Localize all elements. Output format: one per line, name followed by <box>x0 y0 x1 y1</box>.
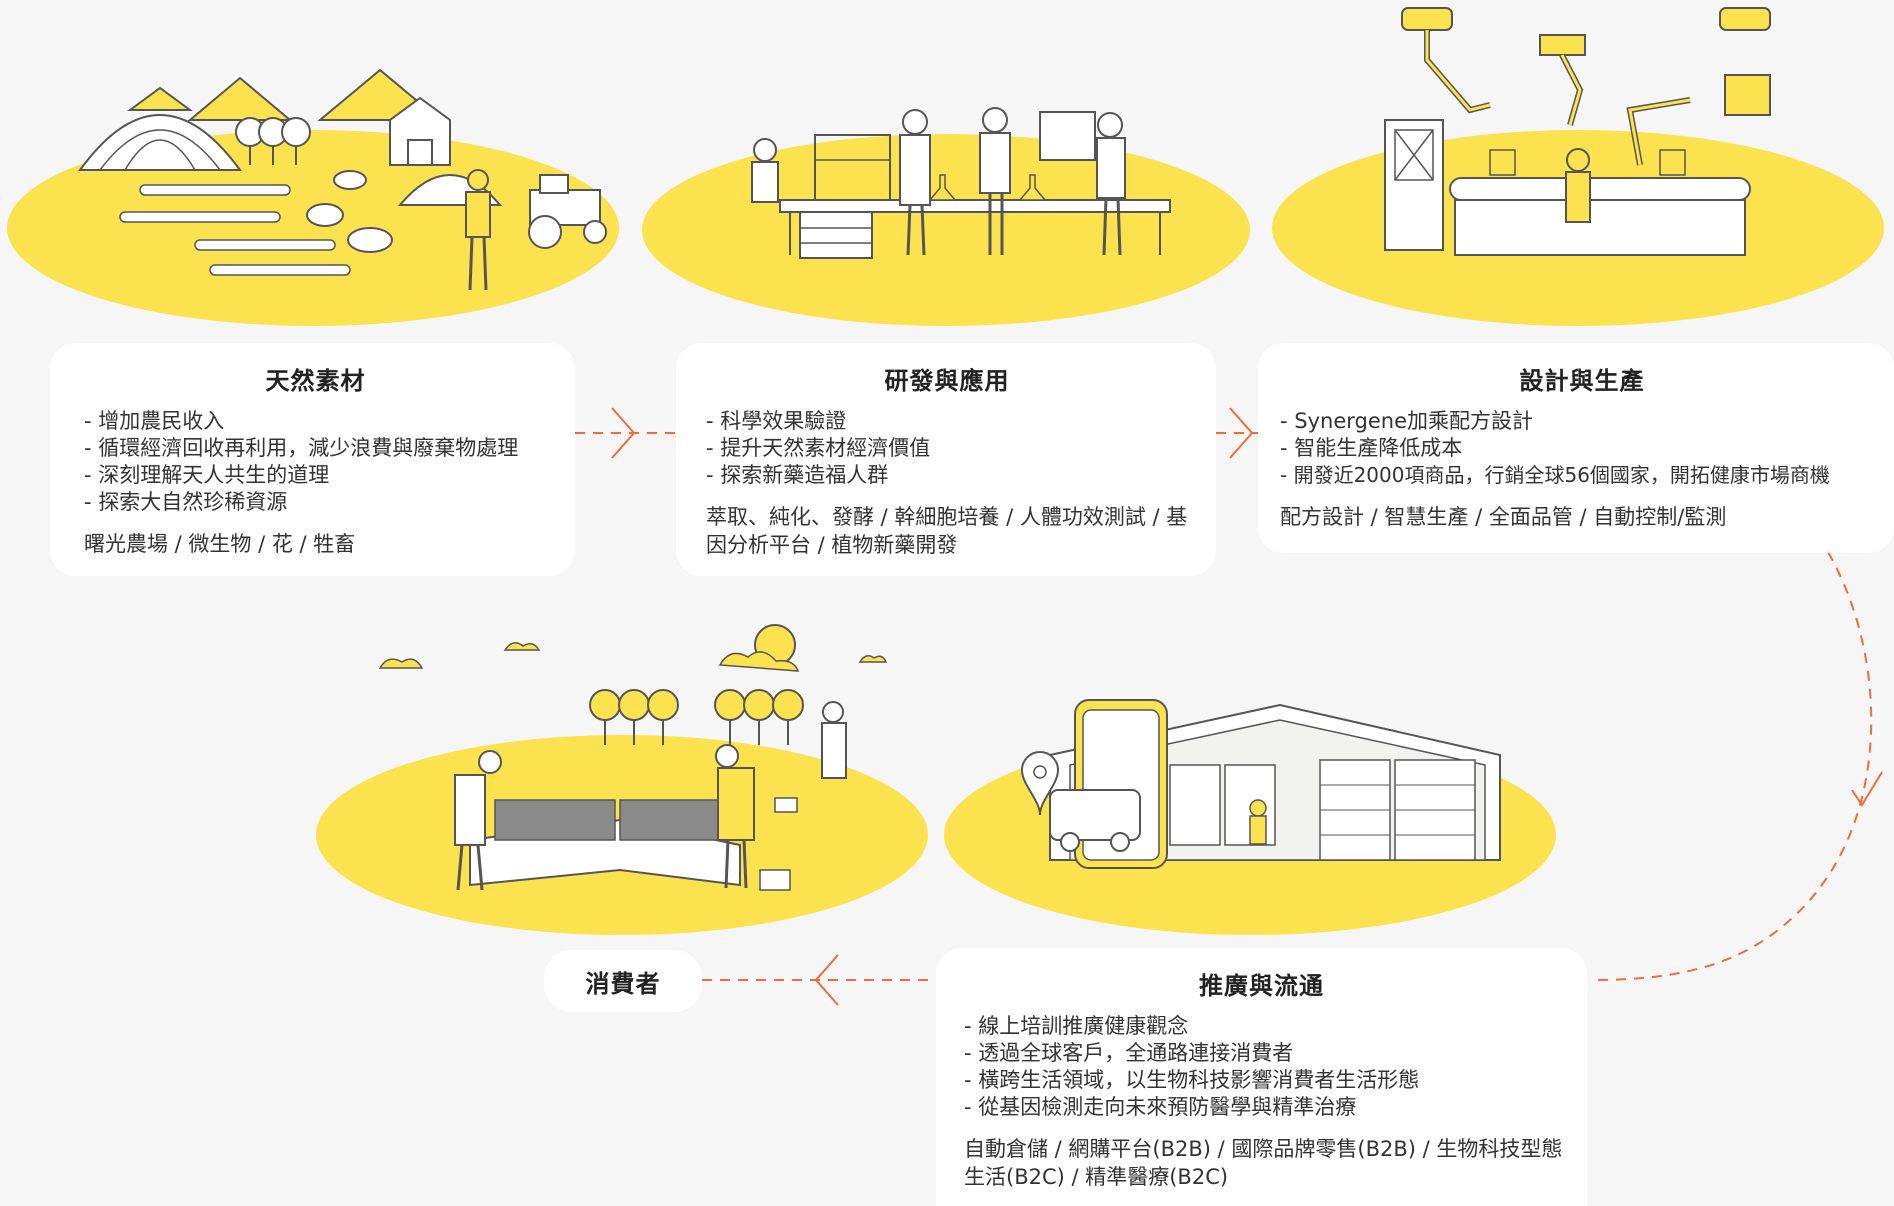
stage-title: 設計與生產 <box>1519 367 1645 395</box>
farm-illustration <box>7 68 619 326</box>
stage-point: Synergene加乘配方設計 <box>1280 408 1884 435</box>
stage-title: 天然素材 <box>265 367 366 395</box>
stage-point: 探索新藥造福人群 <box>706 462 1188 489</box>
stage-tags: 自動倉儲 / 網購平台(B2B) / 國際品牌零售(B2B) / 生物科技型態生… <box>964 1137 1563 1189</box>
stage-title: 研發與應用 <box>884 367 1010 395</box>
stage-title: 消費者 <box>585 969 661 998</box>
stage-card-consumer: 消費者 <box>544 950 702 1012</box>
market-illustration <box>316 624 928 935</box>
stage-card-natural-materials: 天然素材 增加農民收入 循環經濟回收再利用，減少浪費與廢棄物處理 深刻理解天人共… <box>50 343 575 576</box>
stage-point: 智能生產降低成本 <box>1280 435 1884 462</box>
stage-points: 線上培訓推廣健康觀念 透過全球客戶，全通路連接消費者 橫跨生活領域，以生物科技影… <box>964 1013 1559 1121</box>
stage-point: 循環經濟回收再利用，減少浪費與廢棄物處理 <box>84 435 547 462</box>
stage-points: 增加農民收入 循環經濟回收再利用，減少浪費與廢棄物處理 深刻理解天人共生的道理 … <box>84 408 547 516</box>
stage-point: 線上培訓推廣健康觀念 <box>964 1013 1559 1040</box>
stage-tags: 曙光農場 / 微生物 / 花 / 牲畜 <box>84 532 356 556</box>
stage-point: 從基因檢測走向未來預防醫學與精準治療 <box>964 1094 1559 1121</box>
connector-1-2 <box>575 407 680 459</box>
stage-card-design-production: 設計與生產 Synergene加乘配方設計 智能生產降低成本 開發近2000項商… <box>1258 343 1894 553</box>
connector-2-3 <box>1216 407 1262 459</box>
stage-point: 透過全球客戶，全通路連接消費者 <box>964 1040 1559 1067</box>
factory-illustration <box>1272 7 1884 326</box>
stage-points: 科學效果驗證 提升天然素材經濟價值 探索新藥造福人群 <box>706 408 1188 489</box>
stage-point: 提升天然素材經濟價值 <box>706 435 1188 462</box>
connector-4-5 <box>702 954 935 1006</box>
lab-illustration <box>642 107 1250 326</box>
warehouse-illustration <box>944 699 1556 935</box>
stage-card-rnd: 研發與應用 科學效果驗證 提升天然素材經濟價值 探索新藥造福人群 萃取、純化、發… <box>676 343 1216 576</box>
stage-tags: 萃取、純化、發酵 / 幹細胞培養 / 人體功效測試 / 基因分析平台 / 植物新… <box>706 505 1188 557</box>
stage-point: 科學效果驗證 <box>706 408 1188 435</box>
stage-point: 增加農民收入 <box>84 408 547 435</box>
stage-tags: 配方設計 / 智慧生產 / 全面品管 / 自動控制/監測 <box>1280 505 1727 529</box>
stage-points: Synergene加乘配方設計 智能生產降低成本 開發近2000項商品，行銷全球… <box>1280 408 1884 489</box>
stage-card-distribution: 推廣與流通 線上培訓推廣健康觀念 透過全球客戶，全通路連接消費者 橫跨生活領域，… <box>936 948 1587 1206</box>
stage-title: 推廣與流通 <box>1199 972 1324 1000</box>
stage-point: 深刻理解天人共生的道理 <box>84 462 547 489</box>
stage-point: 探索大自然珍稀資源 <box>84 489 547 516</box>
connector-3-4 <box>1591 551 1883 981</box>
stage-point: 開發近2000項商品，行銷全球56個國家，開拓健康市場商機 <box>1280 462 1884 489</box>
stage-point: 橫跨生活領域，以生物科技影響消費者生活形態 <box>964 1067 1559 1094</box>
